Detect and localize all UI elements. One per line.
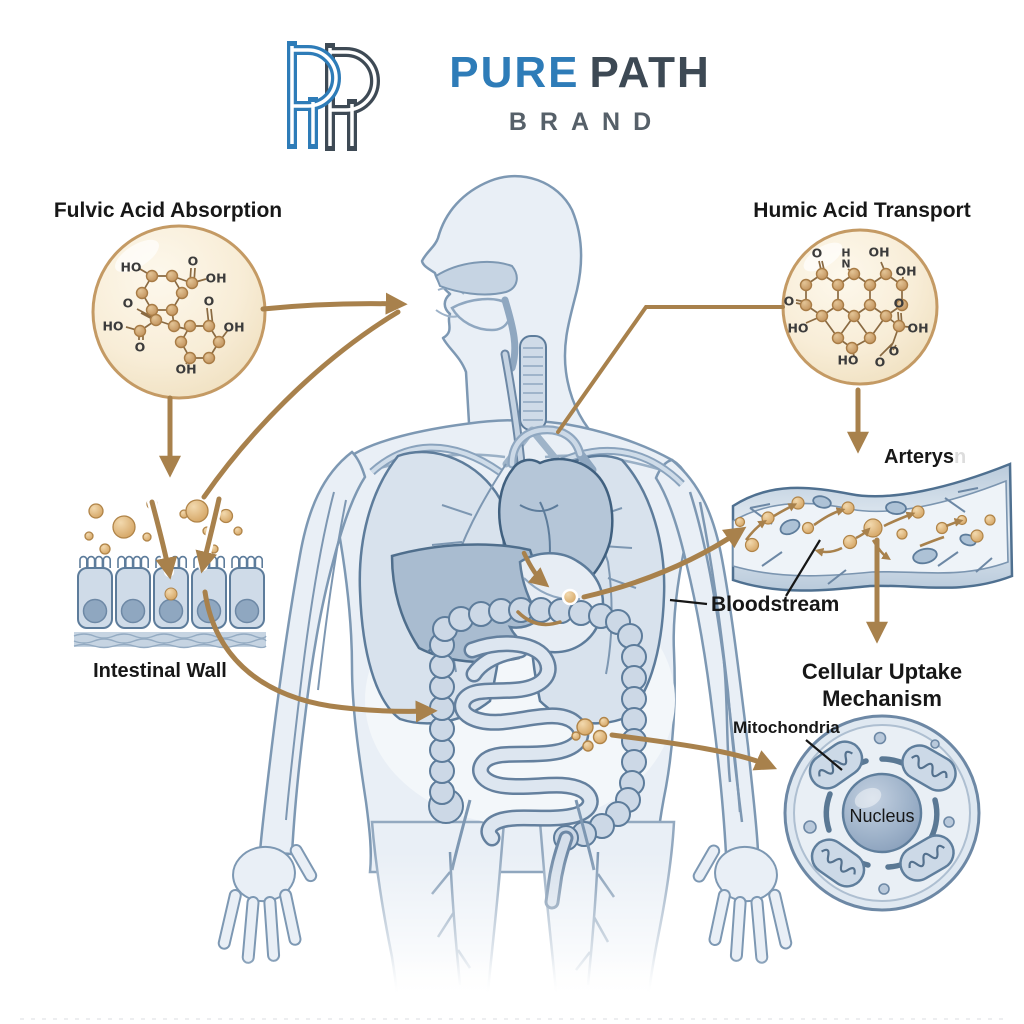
logo-monogram <box>287 41 380 151</box>
artery-caption-ghost: n <box>954 446 967 468</box>
atom-label: H <box>841 246 851 260</box>
cell-title: Cellular Uptake Mechanism <box>801 659 963 711</box>
fulvic-molecule-circle <box>91 224 267 400</box>
atom-label: O <box>888 343 900 359</box>
pathway-arrows <box>147 292 889 771</box>
humic-to-heart-line <box>556 305 785 434</box>
atom-label: O <box>893 295 905 311</box>
human-body-illustration <box>0 174 1024 1017</box>
artery-illustration <box>731 462 1014 592</box>
humic-molecule-circle <box>781 228 939 386</box>
atom-label: O <box>203 293 215 309</box>
vesicles <box>803 731 955 895</box>
atom-label: O <box>874 354 886 370</box>
atom-label: O <box>134 339 146 355</box>
nutrient-particles <box>561 588 610 752</box>
atom-label: OH <box>205 270 227 286</box>
wordmark-primary: PURE <box>449 48 580 97</box>
atom-label: O <box>811 245 823 261</box>
pharynx <box>501 296 519 372</box>
stomach-swoosh <box>516 610 562 627</box>
mitochondria-label: Mitochondria <box>733 718 840 737</box>
atom-label: OH <box>895 263 917 279</box>
atom-label: O <box>783 293 795 309</box>
atom-label: HO <box>102 318 124 334</box>
fulvic-to-mouth-arrow <box>260 292 408 315</box>
fulvic-title: Fulvic Acid Absorption <box>53 199 283 222</box>
mitochondria <box>808 740 957 888</box>
nasal-cavity <box>434 260 518 296</box>
wordmark-secondary: PATH <box>589 48 711 97</box>
intestinal-wall-caption: Intestinal Wall <box>93 660 227 682</box>
atom-label: HO <box>837 352 859 368</box>
arm-vessels <box>285 491 744 823</box>
atom-label: OH <box>907 320 929 336</box>
atom-label: HO <box>787 320 809 336</box>
artery-caption: Arterysn <box>884 446 967 468</box>
mitochondria-pointer <box>805 739 843 771</box>
nucleus <box>841 772 923 854</box>
esophagus-to-stomach-arrow <box>521 550 550 588</box>
atom-label: O <box>187 253 199 269</box>
atom-label: OH <box>175 361 197 377</box>
small-intestine <box>453 635 599 847</box>
bloodstream-label: Bloodstream <box>711 593 840 616</box>
right-hand <box>692 844 793 964</box>
atom-label: N <box>841 257 851 271</box>
nucleus-label: Nucleus <box>849 806 915 826</box>
left-hand <box>217 844 318 964</box>
pointer-lines <box>669 539 843 771</box>
wall-to-mouth-curve <box>201 309 401 500</box>
large-intestine <box>428 597 647 851</box>
intestine-to-cell-arrow <box>609 732 778 771</box>
atom-label: HO <box>120 259 142 275</box>
bloodstream-pointer-artery <box>785 539 821 597</box>
atom-label: OH <box>868 244 890 260</box>
wall-entry-arrow-1 <box>149 499 178 580</box>
humic-title: Humic Acid Transport <box>753 199 971 222</box>
cell-nuclei <box>82 598 260 624</box>
wordmark-subtitle: BRAND <box>508 108 665 136</box>
wall-entry-arrow-2 <box>195 496 222 574</box>
flow-arrows <box>744 503 964 560</box>
wall-to-intestine-arrow <box>202 589 438 723</box>
atom-label: O <box>122 295 134 311</box>
left-arm <box>258 450 367 856</box>
bloodstream-pointer-arm <box>669 598 708 606</box>
atom-label: OH <box>223 319 245 335</box>
stomach-to-artery-arrow <box>581 526 747 600</box>
blood-cells <box>779 495 977 565</box>
cell-illustration <box>783 714 981 912</box>
